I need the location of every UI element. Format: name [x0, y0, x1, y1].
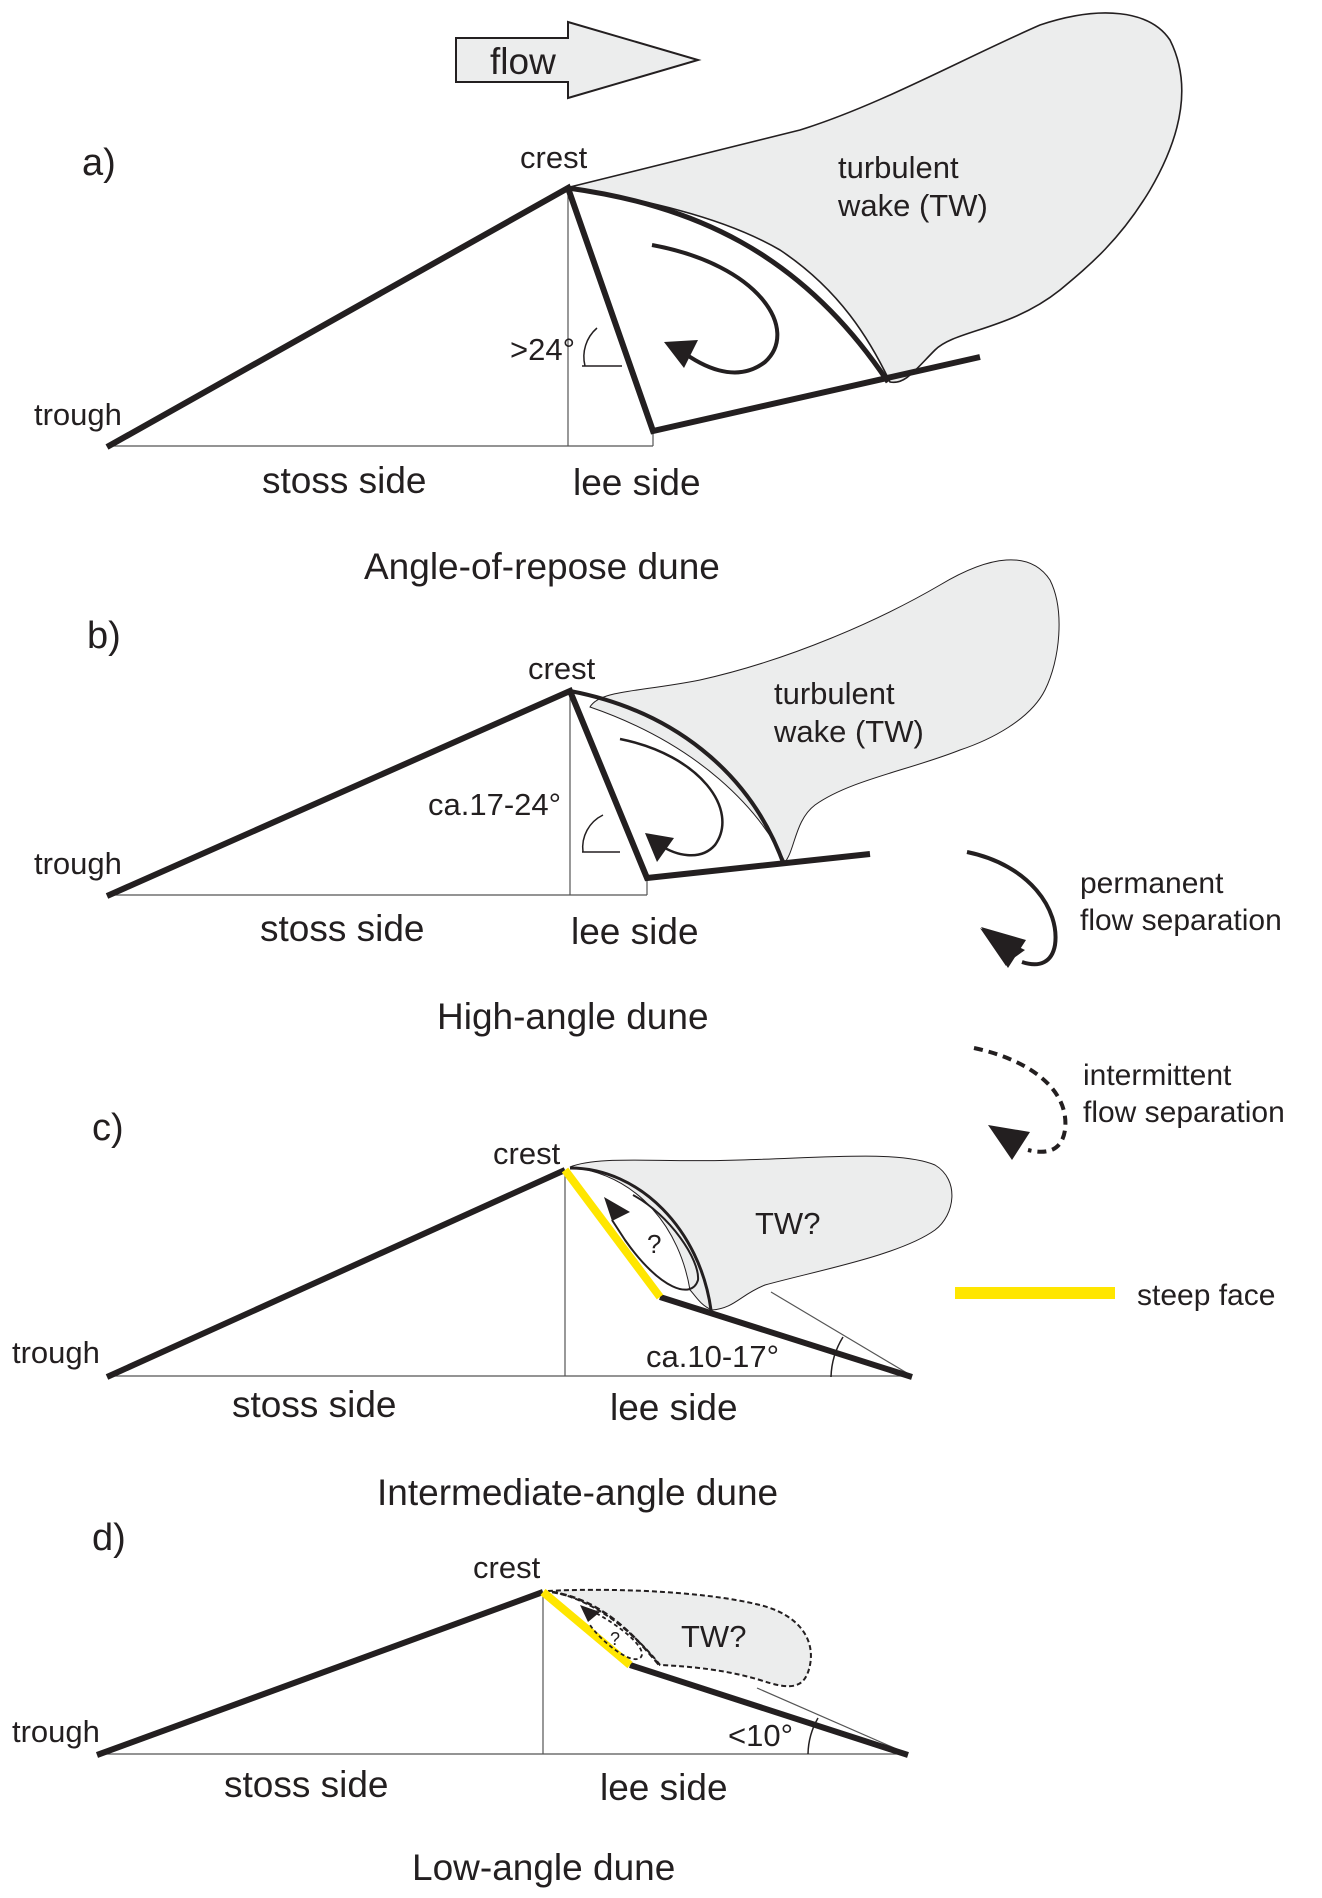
panel-title: Intermediate-angle dune — [377, 1472, 778, 1513]
eddy-arrowhead-icon — [645, 833, 674, 862]
crest-label: crest — [528, 651, 596, 686]
separation-streamline — [569, 1166, 713, 1311]
eddy-arrow — [611, 1194, 700, 1291]
legend-intermittent-label: intermittent — [1083, 1059, 1232, 1092]
angle-label: ca.17-24° — [428, 787, 561, 822]
eddy-arrow — [619, 737, 724, 857]
trough-label: trough — [34, 397, 122, 432]
eddy-arrow — [651, 243, 780, 375]
stoss-label: stoss side — [224, 1764, 389, 1805]
panel-label: d) — [92, 1517, 126, 1559]
flow-label: flow — [490, 41, 556, 82]
legend-permanent: permanent flow separation — [966, 850, 1282, 968]
lee-label: lee side — [600, 1767, 728, 1808]
eddy-arrowhead-icon — [604, 1197, 630, 1221]
steep-face — [540, 1588, 633, 1669]
intermittent-arrowhead-icon — [988, 1125, 1030, 1160]
angle-label: <10° — [728, 1718, 793, 1753]
stoss-label: stoss side — [232, 1384, 397, 1425]
eddy-question: ? — [647, 1229, 661, 1259]
panel-a: a) >24° crest trough stoss side lee side… — [34, 12, 1183, 587]
lee-lower-profile — [629, 1662, 909, 1758]
legend-permanent-label: permanent — [1080, 867, 1224, 900]
panel-title: High-angle dune — [437, 996, 709, 1037]
stoss-label: stoss side — [260, 908, 425, 949]
eddy-arrowhead-icon — [664, 340, 698, 368]
wake-label: TW? — [681, 1619, 746, 1654]
stoss-label: stoss side — [262, 460, 427, 501]
panel-d: d) ? <10° crest trough stoss side lee si… — [12, 1517, 909, 1888]
legend-steep-face-label: steep face — [1137, 1279, 1275, 1312]
panel-c: c) ? ca.10-17° crest trough stoss side l… — [12, 1107, 953, 1513]
angle-arc — [582, 327, 622, 367]
lee-label: lee side — [571, 911, 699, 952]
flow-arrow-icon: flow — [455, 20, 702, 100]
legend-intermittent-label: flow separation — [1083, 1096, 1285, 1129]
eddy-question: ? — [610, 1629, 620, 1649]
intermittent-separation-icon — [973, 1046, 1068, 1154]
lee-label: lee side — [573, 462, 701, 503]
legend-steep-face: steep face — [955, 1279, 1275, 1312]
angle-label: ca.10-17° — [646, 1339, 779, 1374]
lee-lower-profile — [659, 1294, 913, 1380]
panel-label: b) — [87, 615, 121, 657]
trough-label: trough — [12, 1335, 100, 1370]
permanent-separation-icon — [966, 850, 1058, 967]
reference-line — [756, 1687, 909, 1755]
permanent-arrowhead-icon — [981, 927, 1026, 968]
separation-streamline — [551, 1590, 661, 1667]
panel-label: c) — [92, 1107, 124, 1149]
reference-line — [770, 1291, 913, 1377]
dune-profile — [105, 687, 871, 899]
eddy-arrowhead-icon — [580, 1605, 600, 1622]
angle-label: >24° — [510, 332, 575, 367]
eddy-arrow — [589, 1609, 643, 1661]
steep-face-swatch — [955, 1287, 1115, 1299]
wake-label: wake (TW) — [837, 188, 988, 223]
panel-b: b) ca.17-24° crest trough stoss side lee… — [34, 559, 1060, 1037]
legend-intermittent: intermittent flow separation — [973, 1046, 1285, 1160]
wake-label: turbulent — [774, 676, 895, 711]
separation-streamline — [567, 185, 891, 384]
angle-arc — [830, 1336, 844, 1378]
crest-label: crest — [520, 140, 588, 175]
wake-label: turbulent — [838, 150, 959, 185]
separation-streamline — [569, 689, 786, 866]
steep-face — [561, 1167, 664, 1300]
wake-label: wake (TW) — [773, 714, 924, 749]
dune-profile — [105, 183, 981, 450]
legend-permanent-label: flow separation — [1080, 904, 1282, 937]
wake-label: TW? — [755, 1206, 820, 1241]
trough-label: trough — [34, 846, 122, 881]
turbulent-wake — [569, 12, 1183, 384]
angle-arc — [581, 814, 620, 853]
trough-label: trough — [12, 1714, 100, 1749]
panel-label: a) — [82, 142, 116, 184]
lee-label: lee side — [610, 1387, 738, 1428]
stoss-profile — [95, 1589, 545, 1758]
panel-title: Angle-of-repose dune — [364, 546, 720, 587]
stoss-profile — [105, 1167, 567, 1380]
panel-title: Low-angle dune — [412, 1847, 675, 1888]
legend: permanent flow separation intermittent f… — [955, 850, 1285, 1312]
crest-label: crest — [473, 1550, 541, 1585]
crest-label: crest — [493, 1136, 561, 1171]
angle-arc — [807, 1717, 819, 1755]
